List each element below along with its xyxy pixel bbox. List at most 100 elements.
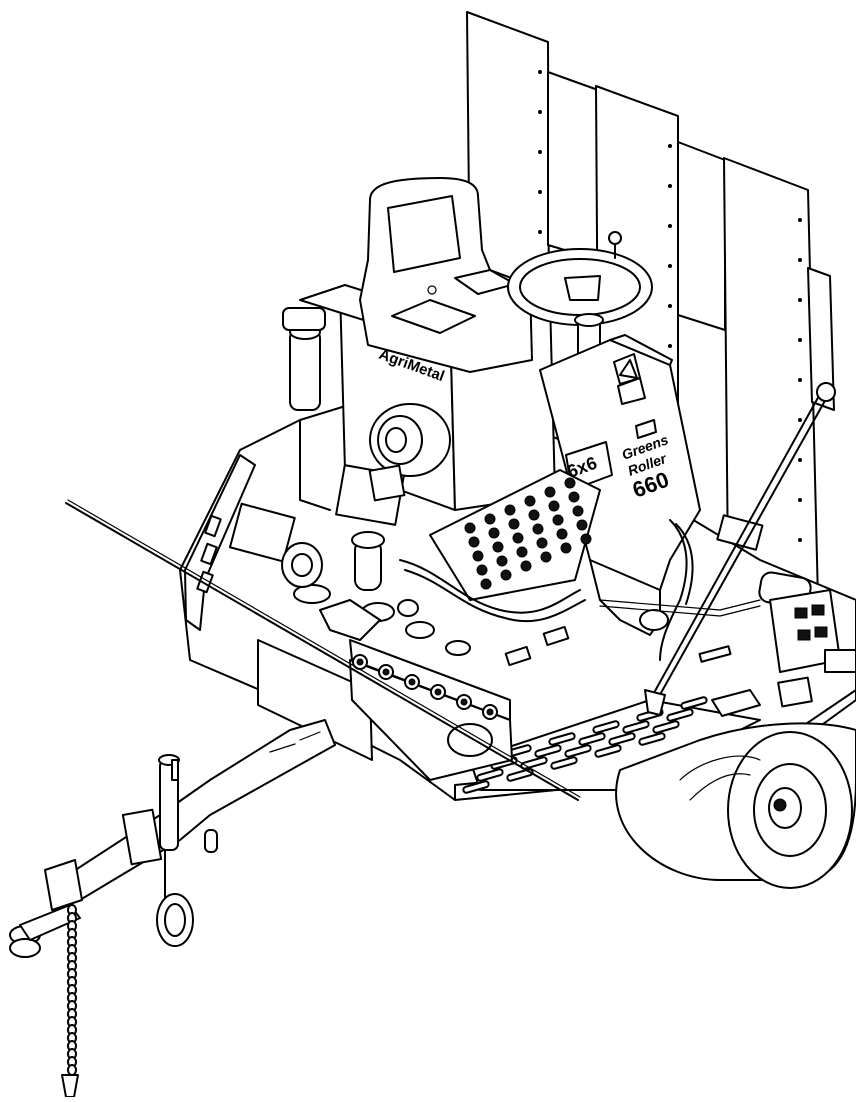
rivet xyxy=(798,458,802,462)
sprocket-star xyxy=(512,532,524,544)
sprocket-star xyxy=(564,477,576,489)
rivet xyxy=(668,144,672,148)
rivet xyxy=(798,218,802,222)
rivet xyxy=(668,224,672,228)
manual-decal xyxy=(617,377,646,405)
tow-bar xyxy=(59,719,336,901)
sprocket-star xyxy=(544,486,556,498)
tie-down-rings xyxy=(352,654,498,720)
rivet xyxy=(668,264,672,268)
rear-panels xyxy=(466,11,835,601)
support-rods xyxy=(65,382,836,801)
operator-seat xyxy=(359,177,533,373)
footplate-slot xyxy=(622,720,650,734)
steering xyxy=(507,231,653,361)
sprocket-star xyxy=(488,527,500,539)
sprocket-star xyxy=(468,536,480,548)
sprocket-star xyxy=(524,495,536,507)
footplate-slot xyxy=(652,720,680,734)
sprocket-star xyxy=(472,550,484,562)
sprocket-star xyxy=(516,546,528,558)
steering-knob xyxy=(608,231,622,245)
seat-back-panel xyxy=(387,195,461,273)
footplate-slot xyxy=(578,732,606,746)
footplate-slot xyxy=(638,732,666,746)
footplate-slot xyxy=(476,768,504,782)
tie-down-ring-center xyxy=(460,698,468,706)
fuel-canister xyxy=(289,329,321,411)
sprocket-star xyxy=(496,555,508,567)
sprocket-star xyxy=(528,509,540,521)
rivet xyxy=(798,418,802,422)
rivet xyxy=(538,150,542,154)
footplate-slot xyxy=(550,756,578,770)
rivet xyxy=(798,378,802,382)
rivet xyxy=(798,298,802,302)
sprocket-star xyxy=(560,542,572,554)
sprocket-star xyxy=(520,560,532,572)
sprocket-star xyxy=(476,564,488,576)
chain-link xyxy=(67,1064,77,1076)
footplate-slot xyxy=(594,744,622,758)
panel-gap-1 xyxy=(547,71,599,261)
footplate-slot xyxy=(666,708,694,722)
sprocket-star xyxy=(508,518,520,530)
sprocket-star xyxy=(532,523,544,535)
tie-down-ring-center xyxy=(356,658,364,666)
sprocket-star xyxy=(504,504,516,516)
safety-chain xyxy=(67,904,77,1076)
footplate-slot xyxy=(564,744,592,758)
rivet xyxy=(668,184,672,188)
jack-bracket xyxy=(121,808,163,866)
chain-hook xyxy=(61,1074,79,1098)
left-motor-assembly xyxy=(228,502,419,641)
rivet xyxy=(798,258,802,262)
tie-down-ring-center xyxy=(486,708,494,716)
rear-wheel xyxy=(615,722,856,889)
sprocket-star xyxy=(492,541,504,553)
side-plate xyxy=(257,639,373,761)
sprocket-star xyxy=(536,537,548,549)
rivet xyxy=(538,230,542,234)
panel-side xyxy=(807,267,835,411)
tie-down-ring-center xyxy=(434,688,442,696)
hydraulic-hoses xyxy=(399,519,761,661)
sprocket-stars xyxy=(464,477,592,590)
sprocket-star xyxy=(580,533,592,545)
sprocket-plate xyxy=(429,469,601,601)
sprocket-star xyxy=(552,514,564,526)
footplate-slot xyxy=(680,696,708,710)
footplate-slot xyxy=(592,720,620,734)
footplate-slot xyxy=(506,768,534,782)
rivet xyxy=(798,498,802,502)
rivet xyxy=(668,344,672,348)
sprocket-star xyxy=(576,519,588,531)
sprocket-star xyxy=(548,500,560,512)
right-side-assembly xyxy=(711,514,856,717)
footplate-slot xyxy=(462,780,490,794)
rivet xyxy=(798,338,802,342)
footplate-slot xyxy=(534,744,562,758)
rivet xyxy=(668,304,672,308)
sprocket-star xyxy=(556,528,568,540)
rivet xyxy=(538,190,542,194)
sprocket-star xyxy=(464,522,476,534)
footplate-slot xyxy=(548,732,576,746)
footplate-slot xyxy=(608,732,636,746)
seat-pad-1 xyxy=(391,299,476,334)
hitch-eye-bottom xyxy=(9,938,41,958)
hitch-plate xyxy=(44,859,83,911)
tow-hitch xyxy=(9,719,336,1098)
rivet xyxy=(798,538,802,542)
sprocket-star xyxy=(540,551,552,563)
tie-down-ring-center xyxy=(382,668,390,676)
panel-gap-2 xyxy=(677,141,726,331)
sprocket-star xyxy=(500,569,512,581)
sprocket-star xyxy=(480,578,492,590)
sprocket-star xyxy=(572,505,584,517)
sprocket-star xyxy=(568,491,580,503)
sprocket-star xyxy=(484,513,496,525)
rivet xyxy=(538,110,542,114)
